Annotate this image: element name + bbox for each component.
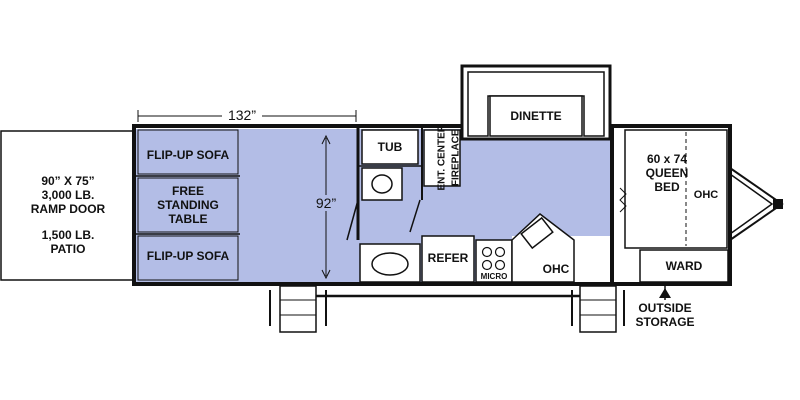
kitchen-sink — [520, 216, 554, 250]
wardrobe — [639, 249, 729, 283]
width-dimension: 132” — [222, 107, 262, 124]
queen-bed-label: 60 x 74 QUEEN BED — [645, 152, 689, 194]
patio-capacity: 1,500 LB. — [41, 228, 95, 242]
flip-up-sofa-top: FLIP-UP SOFA — [146, 148, 230, 162]
ent-center — [423, 129, 461, 187]
bedroom-ohc-label: OHC — [693, 189, 719, 201]
tub-label: TUB — [377, 140, 403, 154]
ward-label: WARD — [665, 259, 703, 273]
refer-label: REFER — [427, 251, 469, 265]
fireplace-label: FIREPLACE — [450, 129, 462, 187]
kitchen-ohc-label: OHC — [542, 262, 570, 276]
free-standing-table: FREE STANDING TABLE — [157, 184, 219, 226]
dinette-label: DINETTE — [510, 109, 562, 123]
outside-storage-label: OUTSIDE STORAGE — [635, 301, 695, 329]
queen-bed — [624, 129, 728, 249]
patio-label: PATIO — [50, 242, 86, 256]
refer — [421, 235, 475, 283]
storage-arrow-icon — [659, 288, 671, 298]
ramp-size: 90” X 75” — [41, 174, 95, 188]
ramp-capacity: 3,000 LB. — [41, 188, 95, 202]
micro-label: MICRO — [480, 272, 508, 281]
tub-outline — [361, 129, 419, 165]
height-dimension: 92” — [304, 195, 348, 212]
ent-center-label: ENT. CENTER — [436, 124, 448, 191]
entry-steps-front — [571, 285, 625, 333]
ramp-door — [0, 130, 135, 281]
entry-steps-rear — [269, 285, 327, 333]
ramp-door-label: RAMP DOOR — [30, 202, 106, 216]
flip-up-sofa-bottom: FLIP-UP SOFA — [146, 249, 230, 263]
